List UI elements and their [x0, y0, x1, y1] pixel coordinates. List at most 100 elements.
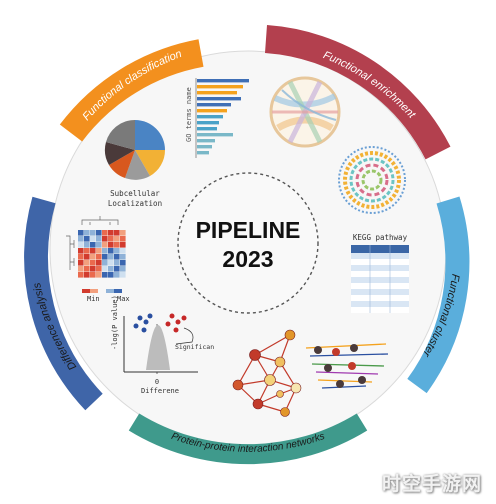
pie-slice [109, 150, 135, 178]
heatmap-cell [90, 242, 96, 248]
center-title: PIPELINE [196, 217, 301, 243]
heatmap-cell [90, 272, 96, 278]
heatmap-cell [78, 254, 84, 260]
heatmap-cell [120, 254, 126, 260]
heatmap-cell [84, 266, 90, 272]
heatmap-cell [102, 230, 108, 236]
watermark: 时空手游网 [382, 473, 483, 495]
heatmap-cell [78, 260, 84, 266]
go-terms-label: GO terms name [185, 87, 193, 142]
heatmap-cell [120, 242, 126, 248]
heatmap-cell [78, 230, 84, 236]
volcano-zero-label: 0 [155, 378, 159, 386]
heatmap-cell [108, 266, 114, 272]
subcellular-label-2: Localization [108, 199, 162, 208]
center-circle [177, 172, 319, 314]
go-bar [197, 145, 212, 149]
heatmap-cell [120, 230, 126, 236]
heatmap-cell [90, 266, 96, 272]
center-year: 2023 [222, 246, 273, 272]
heatmap-cell [78, 248, 84, 254]
heatmap-cell [120, 236, 126, 242]
heatmap-cell [108, 242, 114, 248]
heatmap [66, 216, 119, 270]
heatmap-cells [78, 230, 126, 278]
go-bar [197, 85, 243, 89]
ppi-node [264, 374, 276, 386]
chord-diagram [269, 76, 341, 148]
heatmap-cell [96, 266, 102, 272]
heatmap-cell [90, 260, 96, 266]
pie-slice [135, 150, 165, 176]
volcano-plot: -log(P value) 0 Differene Significan [111, 295, 214, 395]
subcellular-label-1: Subcellular [110, 189, 160, 198]
heatmap-cell [90, 254, 96, 260]
heatmap-cell [114, 260, 120, 266]
heatmap-cell [84, 254, 90, 260]
ppi-node [276, 390, 284, 398]
heatmap-cell [84, 248, 90, 254]
kegg-label: KEGG pathway [353, 233, 408, 242]
subcellular-pie: Subcellular Localization [104, 119, 165, 208]
heatmap-cell [84, 242, 90, 248]
ppi-node [249, 349, 261, 361]
ppi-node [284, 329, 296, 341]
heatmap-cell [102, 242, 108, 248]
heatmap-cell [120, 266, 126, 272]
heatmap-cell [90, 230, 96, 236]
heatmap-cell [78, 236, 84, 242]
ppi-node [252, 398, 264, 410]
heatmap-cell [108, 230, 114, 236]
heatmap-cell [96, 260, 102, 266]
heatmap-cell [102, 254, 108, 260]
heatmap-cell [114, 230, 120, 236]
ppi-nodes [232, 329, 302, 417]
heatmap-cell [78, 266, 84, 272]
go-bar [197, 151, 209, 155]
heatmap-cell [114, 254, 120, 260]
heatmap-cell [108, 260, 114, 266]
go-bar [197, 97, 241, 101]
volcano-ylabel: -log(P value) [111, 295, 119, 350]
heatmap-cell [114, 242, 120, 248]
pie-slice [135, 120, 165, 150]
volcano-xlabel: Differene [141, 387, 179, 395]
ppi-node [232, 379, 244, 391]
ppi-node [274, 356, 286, 368]
heatmap-cell [96, 254, 102, 260]
heatmap-cell [108, 248, 114, 254]
heatmap-cell [102, 236, 108, 242]
heatmap-cell [84, 236, 90, 242]
go-bar [197, 115, 223, 119]
heatmap-cell [120, 260, 126, 266]
heatmap-cell [120, 272, 126, 278]
heatmap-cell [84, 260, 90, 266]
heatmap-cell [90, 248, 96, 254]
heatmap-cell [102, 260, 108, 266]
pie-slice [104, 142, 135, 165]
go-bar [197, 103, 231, 107]
circular-enrichment-plot [338, 146, 406, 214]
heatmap-cell [96, 230, 102, 236]
heatmap-cell [102, 248, 108, 254]
heatmap-cell [114, 236, 120, 242]
go-bar [197, 121, 219, 125]
heatmap-cell [90, 236, 96, 242]
heatmap-min-label: Min [87, 295, 100, 303]
heatmap-cell [114, 266, 120, 272]
cluster-tracks [305, 343, 389, 389]
go-bar [197, 79, 249, 83]
heatmap-max-label: Max [117, 295, 130, 303]
heatmap-cell [96, 272, 102, 278]
volcano-significant-label: Significan [175, 343, 214, 351]
pie-slice [125, 150, 150, 180]
pie-slice [106, 119, 135, 150]
heatmap-legend: Min Max [82, 289, 130, 303]
go-bar [197, 139, 215, 143]
heatmap-cell [102, 272, 108, 278]
heatmap-cell [96, 236, 102, 242]
heatmap-cell [114, 248, 120, 254]
go-bar [197, 127, 217, 131]
heatmap-cell [96, 242, 102, 248]
heatmap-cell [84, 230, 90, 236]
